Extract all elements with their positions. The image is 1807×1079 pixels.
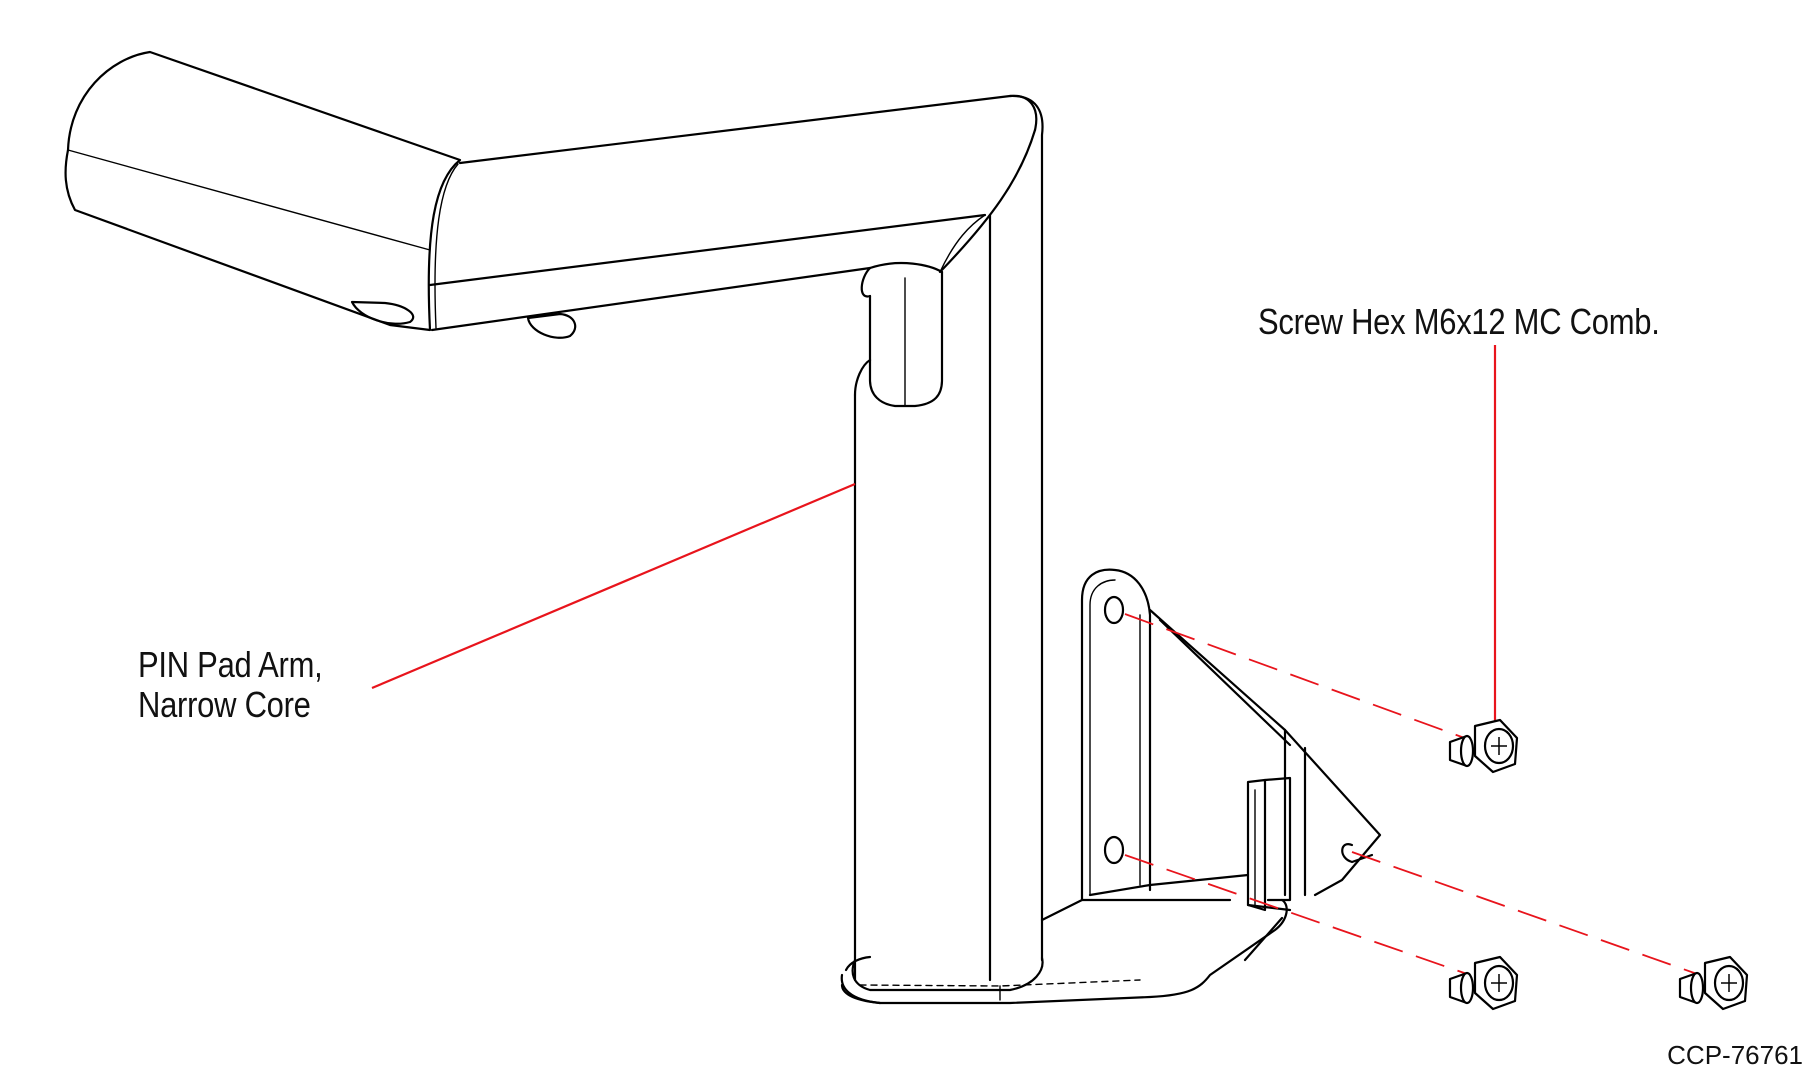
screw-label: Screw Hex M6x12 MC Comb. <box>1258 301 1660 342</box>
leaders <box>371 345 1701 976</box>
arm-label-line1: PIN Pad Arm, <box>138 644 323 685</box>
arm-label: PIN Pad Arm, Narrow Core <box>138 644 323 725</box>
assembly-path-lower-left <box>1124 854 1471 976</box>
base-plate <box>840 898 1288 1005</box>
assembly-path-top <box>1124 613 1471 741</box>
hex-screw-bottom-left <box>1448 955 1519 1011</box>
hex-screw-bottom-right <box>1678 955 1749 1011</box>
pin-pad-arm <box>64 50 1044 992</box>
hex-screw-top <box>1448 718 1519 774</box>
arm-leader-line <box>371 482 856 690</box>
document-id: CCP-76761 <box>1667 1040 1803 1071</box>
arm-label-line2: Narrow Core <box>138 683 311 725</box>
assembly-path-lower-right <box>1351 851 1701 976</box>
mounting-bracket <box>1080 568 1382 912</box>
